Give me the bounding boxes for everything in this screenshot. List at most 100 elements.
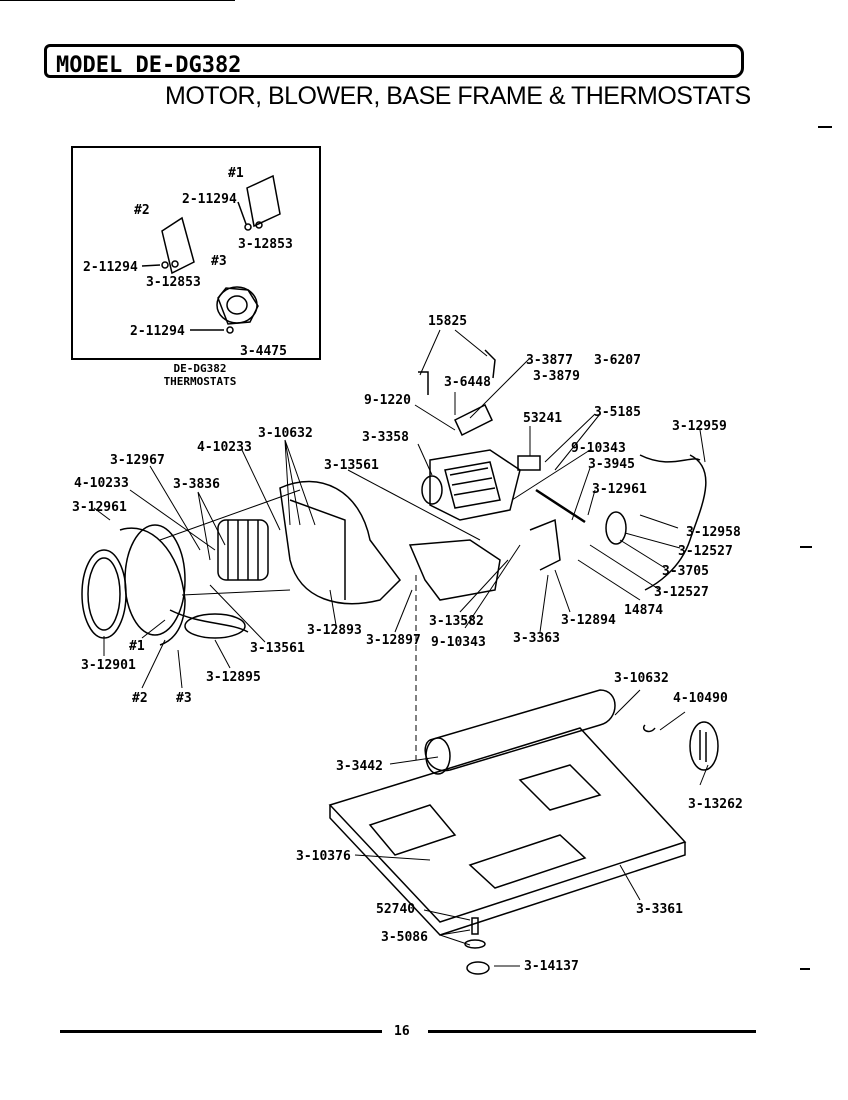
inset-label-t1: #1 [228, 166, 244, 181]
inset-label-2-11294-b: 2-11294 [83, 260, 138, 275]
label-14874: 14874 [624, 603, 663, 618]
thermostat-inset-box [71, 146, 321, 360]
label-3-6448: 3-6448 [444, 375, 491, 390]
label-t3: #3 [176, 691, 192, 706]
blower-housing-front [119, 527, 186, 646]
label-9-10343-a: 9-10343 [571, 441, 626, 456]
part-labels: #1 #2 #3 2-11294 3-12853 2-11294 3-12853… [72, 166, 743, 974]
label-3-5185: 3-5185 [594, 405, 641, 420]
label-3-12894: 3-12894 [561, 613, 616, 628]
inset-caption: DE-DG382 THERMOSTATS [140, 362, 260, 388]
label-3-13262: 3-13262 [688, 797, 743, 812]
spring-icon [535, 488, 586, 524]
label-3-12961-b: 3-12961 [592, 482, 647, 497]
heater-duct [424, 689, 616, 772]
leveling-leg [471, 917, 479, 935]
footer-rule-left [60, 1030, 382, 1033]
blower-fan-wheel [217, 519, 269, 581]
label-3-14137: 3-14137 [524, 959, 579, 974]
inset-label-t2: #2 [134, 203, 150, 218]
clip-icon [643, 724, 656, 733]
inset-caption-model: DE-DG382 [173, 362, 227, 375]
screw-icon [255, 221, 263, 229]
label-3-12901: 3-12901 [81, 658, 136, 673]
detail-circle [689, 721, 719, 771]
base-frame-plate [328, 727, 687, 923]
label-3-12527-a: 3-12527 [678, 544, 733, 559]
label-3-12527-b: 3-12527 [654, 585, 709, 600]
label-3-3358: 3-3358 [362, 430, 409, 445]
label-3-10376: 3-10376 [296, 849, 351, 864]
label-4-10233-a: 4-10233 [197, 440, 252, 455]
inset-caption-title: THERMOSTATS [163, 375, 237, 388]
inset-label-t3: #3 [211, 254, 227, 269]
inset-drawing [141, 174, 281, 334]
motor-assembly [408, 349, 707, 601]
label-3-6207: 3-6207 [594, 353, 641, 368]
label-3-12897: 3-12897 [366, 633, 421, 648]
label-3-5086: 3-5086 [381, 930, 428, 945]
label-52740: 52740 [376, 902, 415, 917]
inset-label-3-4475: 3-4475 [240, 344, 287, 359]
page-number: 16 [394, 1024, 410, 1039]
screw-icon [226, 326, 234, 334]
inset-label-2-11294-c: 2-11294 [130, 324, 185, 339]
label-4-10490: 4-10490 [673, 691, 728, 706]
label-3-12959: 3-12959 [672, 419, 727, 434]
label-3-3945: 3-3945 [588, 457, 635, 472]
label-3-3361: 3-3361 [636, 902, 683, 917]
margin-tick [800, 968, 810, 970]
label-53241: 53241 [523, 411, 562, 426]
screw-icon [244, 223, 252, 231]
blower-outlet [184, 613, 246, 639]
margin-tick [800, 546, 812, 548]
label-3-12961-a: 3-12961 [72, 500, 127, 515]
label-t2: #2 [132, 691, 148, 706]
label-3-12895: 3-12895 [206, 670, 261, 685]
label-3-3705: 3-3705 [662, 564, 709, 579]
label-3-3442: 3-3442 [336, 759, 383, 774]
model-header-box [44, 44, 744, 78]
label-t1: #1 [129, 639, 145, 654]
base-frame-assembly [328, 575, 719, 975]
thermostat-1-plate [246, 174, 281, 228]
label-4-10233-b: 4-10233 [74, 476, 129, 491]
page-subtitle: MOTOR, BLOWER, BASE FRAME & THERMOSTATS [165, 82, 751, 110]
label-3-13561-b: 3-13561 [250, 641, 305, 656]
drive-belt [644, 454, 707, 591]
inset-label-3-12853-b: 3-12853 [146, 275, 201, 290]
label-3-12893: 3-12893 [307, 623, 362, 638]
inset-label-3-12853-a: 3-12853 [238, 237, 293, 252]
label-15825: 15825 [428, 314, 467, 329]
label-3-12958: 3-12958 [686, 525, 741, 540]
label-3-12967: 3-12967 [110, 453, 165, 468]
motor-switch [454, 403, 493, 437]
inset-label-2-11294-a: 2-11294 [182, 192, 237, 207]
thermostat-2-plate [161, 216, 195, 275]
label-3-3879: 3-3879 [533, 369, 580, 384]
label-3-10632-b: 3-10632 [614, 671, 669, 686]
motor-end [421, 475, 443, 505]
idler-pulley [605, 511, 627, 545]
label-9-10343-b: 9-10343 [431, 635, 486, 650]
model-title: MODEL DE-DG382 [56, 53, 242, 78]
label-3-10632-a: 3-10632 [258, 426, 313, 441]
label-3-3877: 3-3877 [526, 353, 573, 368]
label-3-3363: 3-3363 [513, 631, 560, 646]
motor-body [429, 449, 521, 521]
footer-rule-right [428, 1030, 756, 1033]
blower-housing-rear [279, 480, 401, 605]
screw-icon [171, 260, 179, 268]
top-rule [0, 0, 235, 1]
screw-icon [161, 261, 169, 269]
label-3-3836: 3-3836 [173, 477, 220, 492]
motor-mount-bracket [408, 539, 501, 601]
idler-bracket [529, 518, 561, 571]
blower-assembly [81, 480, 401, 646]
leg-foot [466, 961, 490, 975]
label-9-1220: 9-1220 [364, 393, 411, 408]
margin-tick [818, 126, 832, 128]
label-3-13561-a: 3-13561 [324, 458, 379, 473]
leader-lines [93, 329, 709, 967]
